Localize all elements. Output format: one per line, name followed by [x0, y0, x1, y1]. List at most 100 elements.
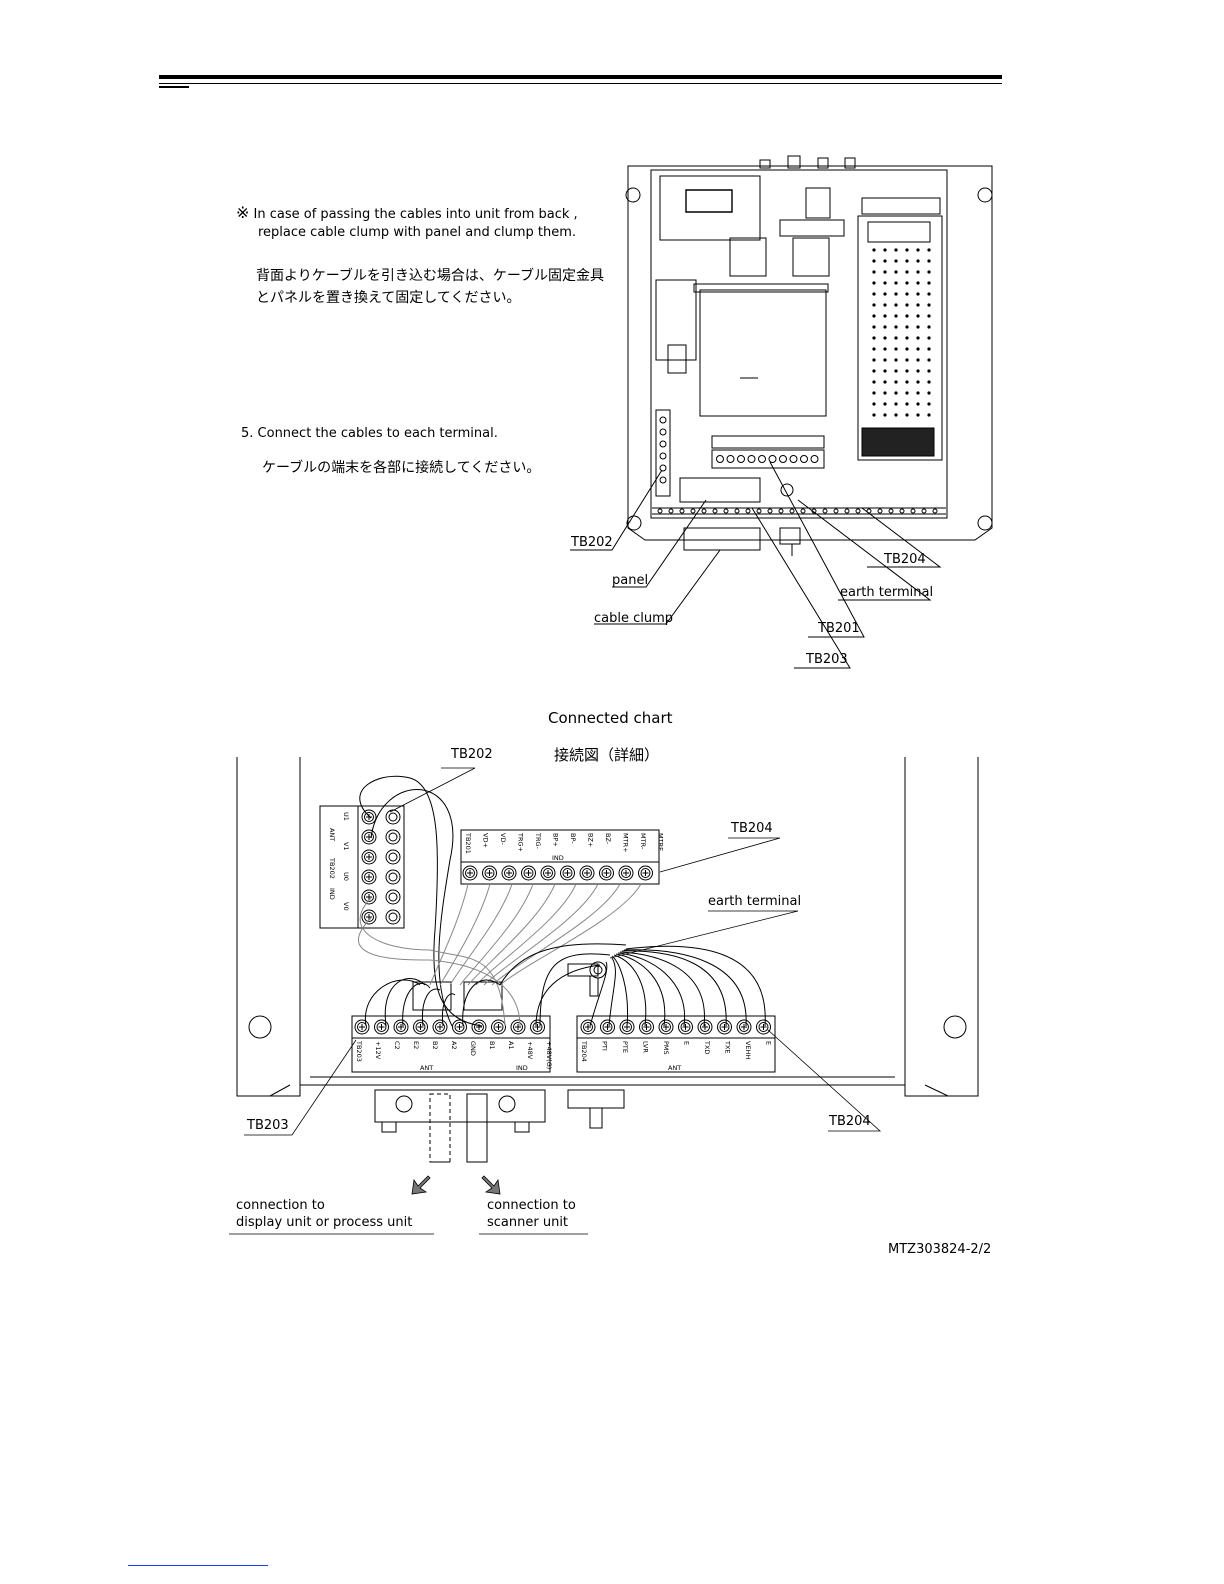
note-en-line1: ※ In case of passing the cables into uni… — [236, 203, 578, 224]
strip-screw — [911, 509, 915, 513]
conn-left-line2: display unit or process unit — [236, 1215, 413, 1230]
chart-title-en: Connected chart — [548, 709, 673, 727]
strip-screw — [790, 509, 794, 513]
perforation-dot — [872, 314, 876, 318]
perforation-dot — [927, 380, 931, 384]
label-tb201-photo: TB201 — [818, 621, 860, 636]
strip-screw — [889, 509, 893, 513]
perforation-dot — [872, 270, 876, 274]
tb202-screw — [362, 870, 376, 884]
tb201-term-label: BP- — [569, 833, 577, 844]
tb204-term-label: TB204 — [580, 1040, 588, 1062]
tb202-screw-outer — [386, 890, 400, 904]
strip-screw — [658, 509, 662, 513]
tb203-term-label: A2 — [450, 1041, 458, 1050]
upper-plate — [660, 176, 760, 240]
tb202-screw-outer — [386, 830, 400, 844]
tb204-term-label: E — [765, 1041, 773, 1045]
leader-tb204-bottom — [768, 1030, 880, 1131]
tb202-screw-inner — [389, 893, 397, 901]
tb202-term-label: U1 — [342, 812, 350, 821]
arrow-left — [412, 1176, 430, 1194]
tb202-screw — [362, 810, 376, 824]
perforation-dot — [872, 248, 876, 252]
perforation-dot — [916, 281, 920, 285]
perforation-dot — [894, 391, 898, 395]
chart-label-tb203: TB203 — [247, 1118, 289, 1133]
tb204-term-label: PTE — [621, 1041, 629, 1053]
tb201-screw — [463, 866, 477, 880]
perforation-dot — [894, 413, 898, 417]
tb203-screw — [511, 1020, 525, 1034]
leader-panel — [612, 500, 706, 587]
perforation-dot — [905, 391, 909, 395]
perforation-dot — [905, 259, 909, 263]
tb202-screw — [362, 890, 376, 904]
perforation-dot — [916, 347, 920, 351]
perforation-dot — [894, 270, 898, 274]
perforation-dot — [883, 292, 887, 296]
strip-screw — [790, 456, 797, 463]
module-box — [730, 238, 766, 276]
tb201-screw — [600, 866, 614, 880]
chart-label-earth-terminal: earth terminal — [708, 894, 802, 909]
tb204-screw — [698, 1020, 712, 1034]
strip-screw — [660, 453, 666, 459]
tb203-screw — [355, 1020, 369, 1034]
tb203-group-label: IND — [516, 1064, 528, 1072]
perforation-dot — [872, 336, 876, 340]
leader-tb204-top — [660, 838, 780, 872]
mount-hole — [978, 516, 992, 530]
perforation-dot — [894, 259, 898, 263]
perforation-dot — [894, 336, 898, 340]
perforation-dot — [916, 248, 920, 252]
perforation-dot — [894, 292, 898, 296]
chart-label-tb204-bottom: TB204 — [829, 1114, 871, 1129]
perforation-dot — [872, 380, 876, 384]
perforation-dot — [883, 248, 887, 252]
label-earth-terminal-photo: earth terminal — [840, 585, 934, 600]
tb201-term-label: TRG- — [534, 832, 542, 850]
strip-screw — [757, 509, 761, 513]
strip-screw — [702, 509, 706, 513]
tb204-screw — [620, 1020, 634, 1034]
perforation-dot — [916, 413, 920, 417]
perforation-dot — [894, 325, 898, 329]
strip-screw — [717, 456, 724, 463]
enclosure-left-wall — [237, 757, 300, 1096]
perforation-dot — [905, 292, 909, 296]
tb201-term-label: BZ+ — [587, 833, 595, 847]
perforation-dot — [927, 281, 931, 285]
tb203-term-label: B2 — [431, 1041, 439, 1050]
strip-screw — [922, 509, 926, 513]
perforation-dot — [916, 336, 920, 340]
strip-screw — [660, 477, 666, 483]
perforation-dot — [905, 248, 909, 252]
strip-screw — [780, 456, 787, 463]
perforation-dot — [883, 380, 887, 384]
tb201-photo — [712, 450, 824, 468]
tb204-screw — [581, 1020, 595, 1034]
perforation-dot — [905, 380, 909, 384]
strip-screw — [759, 456, 766, 463]
strip-screw — [724, 509, 728, 513]
ground-stud — [568, 1090, 624, 1108]
strip-screw — [834, 509, 838, 513]
conn-right-line2: scanner unit — [487, 1215, 569, 1230]
tb204-screw — [679, 1020, 693, 1034]
tb201-screw — [522, 866, 536, 880]
perforation-dot — [872, 347, 876, 351]
tb203-screw — [472, 1020, 486, 1034]
conn-right-line1: connection to — [487, 1198, 576, 1213]
perforation-dot — [905, 325, 909, 329]
perforation-dot — [883, 413, 887, 417]
tb201-screw — [639, 866, 653, 880]
panel-photo — [680, 478, 760, 502]
tb202-term-label: V1 — [342, 842, 350, 851]
tb202-screw-inner — [389, 873, 397, 881]
perforation-dot — [872, 369, 876, 373]
chart-label-tb204-top: TB204 — [731, 821, 773, 836]
perforation-dot — [905, 402, 909, 406]
tb201-screw — [483, 866, 497, 880]
tb204-screw — [718, 1020, 732, 1034]
